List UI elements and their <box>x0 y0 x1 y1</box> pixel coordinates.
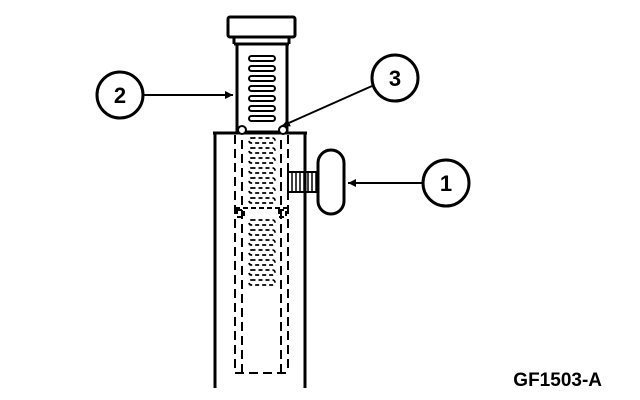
ratchet-post <box>235 42 289 134</box>
inner-collar <box>235 207 288 218</box>
hidden-post-outline <box>234 135 289 374</box>
callout-1: 1 <box>421 158 471 208</box>
callout-1-label: 1 <box>440 171 452 196</box>
leader-arrows <box>143 85 422 187</box>
callout-3: 3 <box>370 53 420 103</box>
locking-handle <box>287 148 346 216</box>
callout-2-label: 2 <box>114 83 126 108</box>
figure-code: GF1503-A <box>513 370 602 391</box>
arrow-3 <box>281 85 373 127</box>
callout-2: 2 <box>95 70 145 120</box>
ratchet-slots-upper <box>248 55 276 122</box>
ratchet-slots-hidden <box>248 137 276 286</box>
saddle-cap <box>226 15 297 46</box>
callout-3-label: 3 <box>389 66 401 91</box>
